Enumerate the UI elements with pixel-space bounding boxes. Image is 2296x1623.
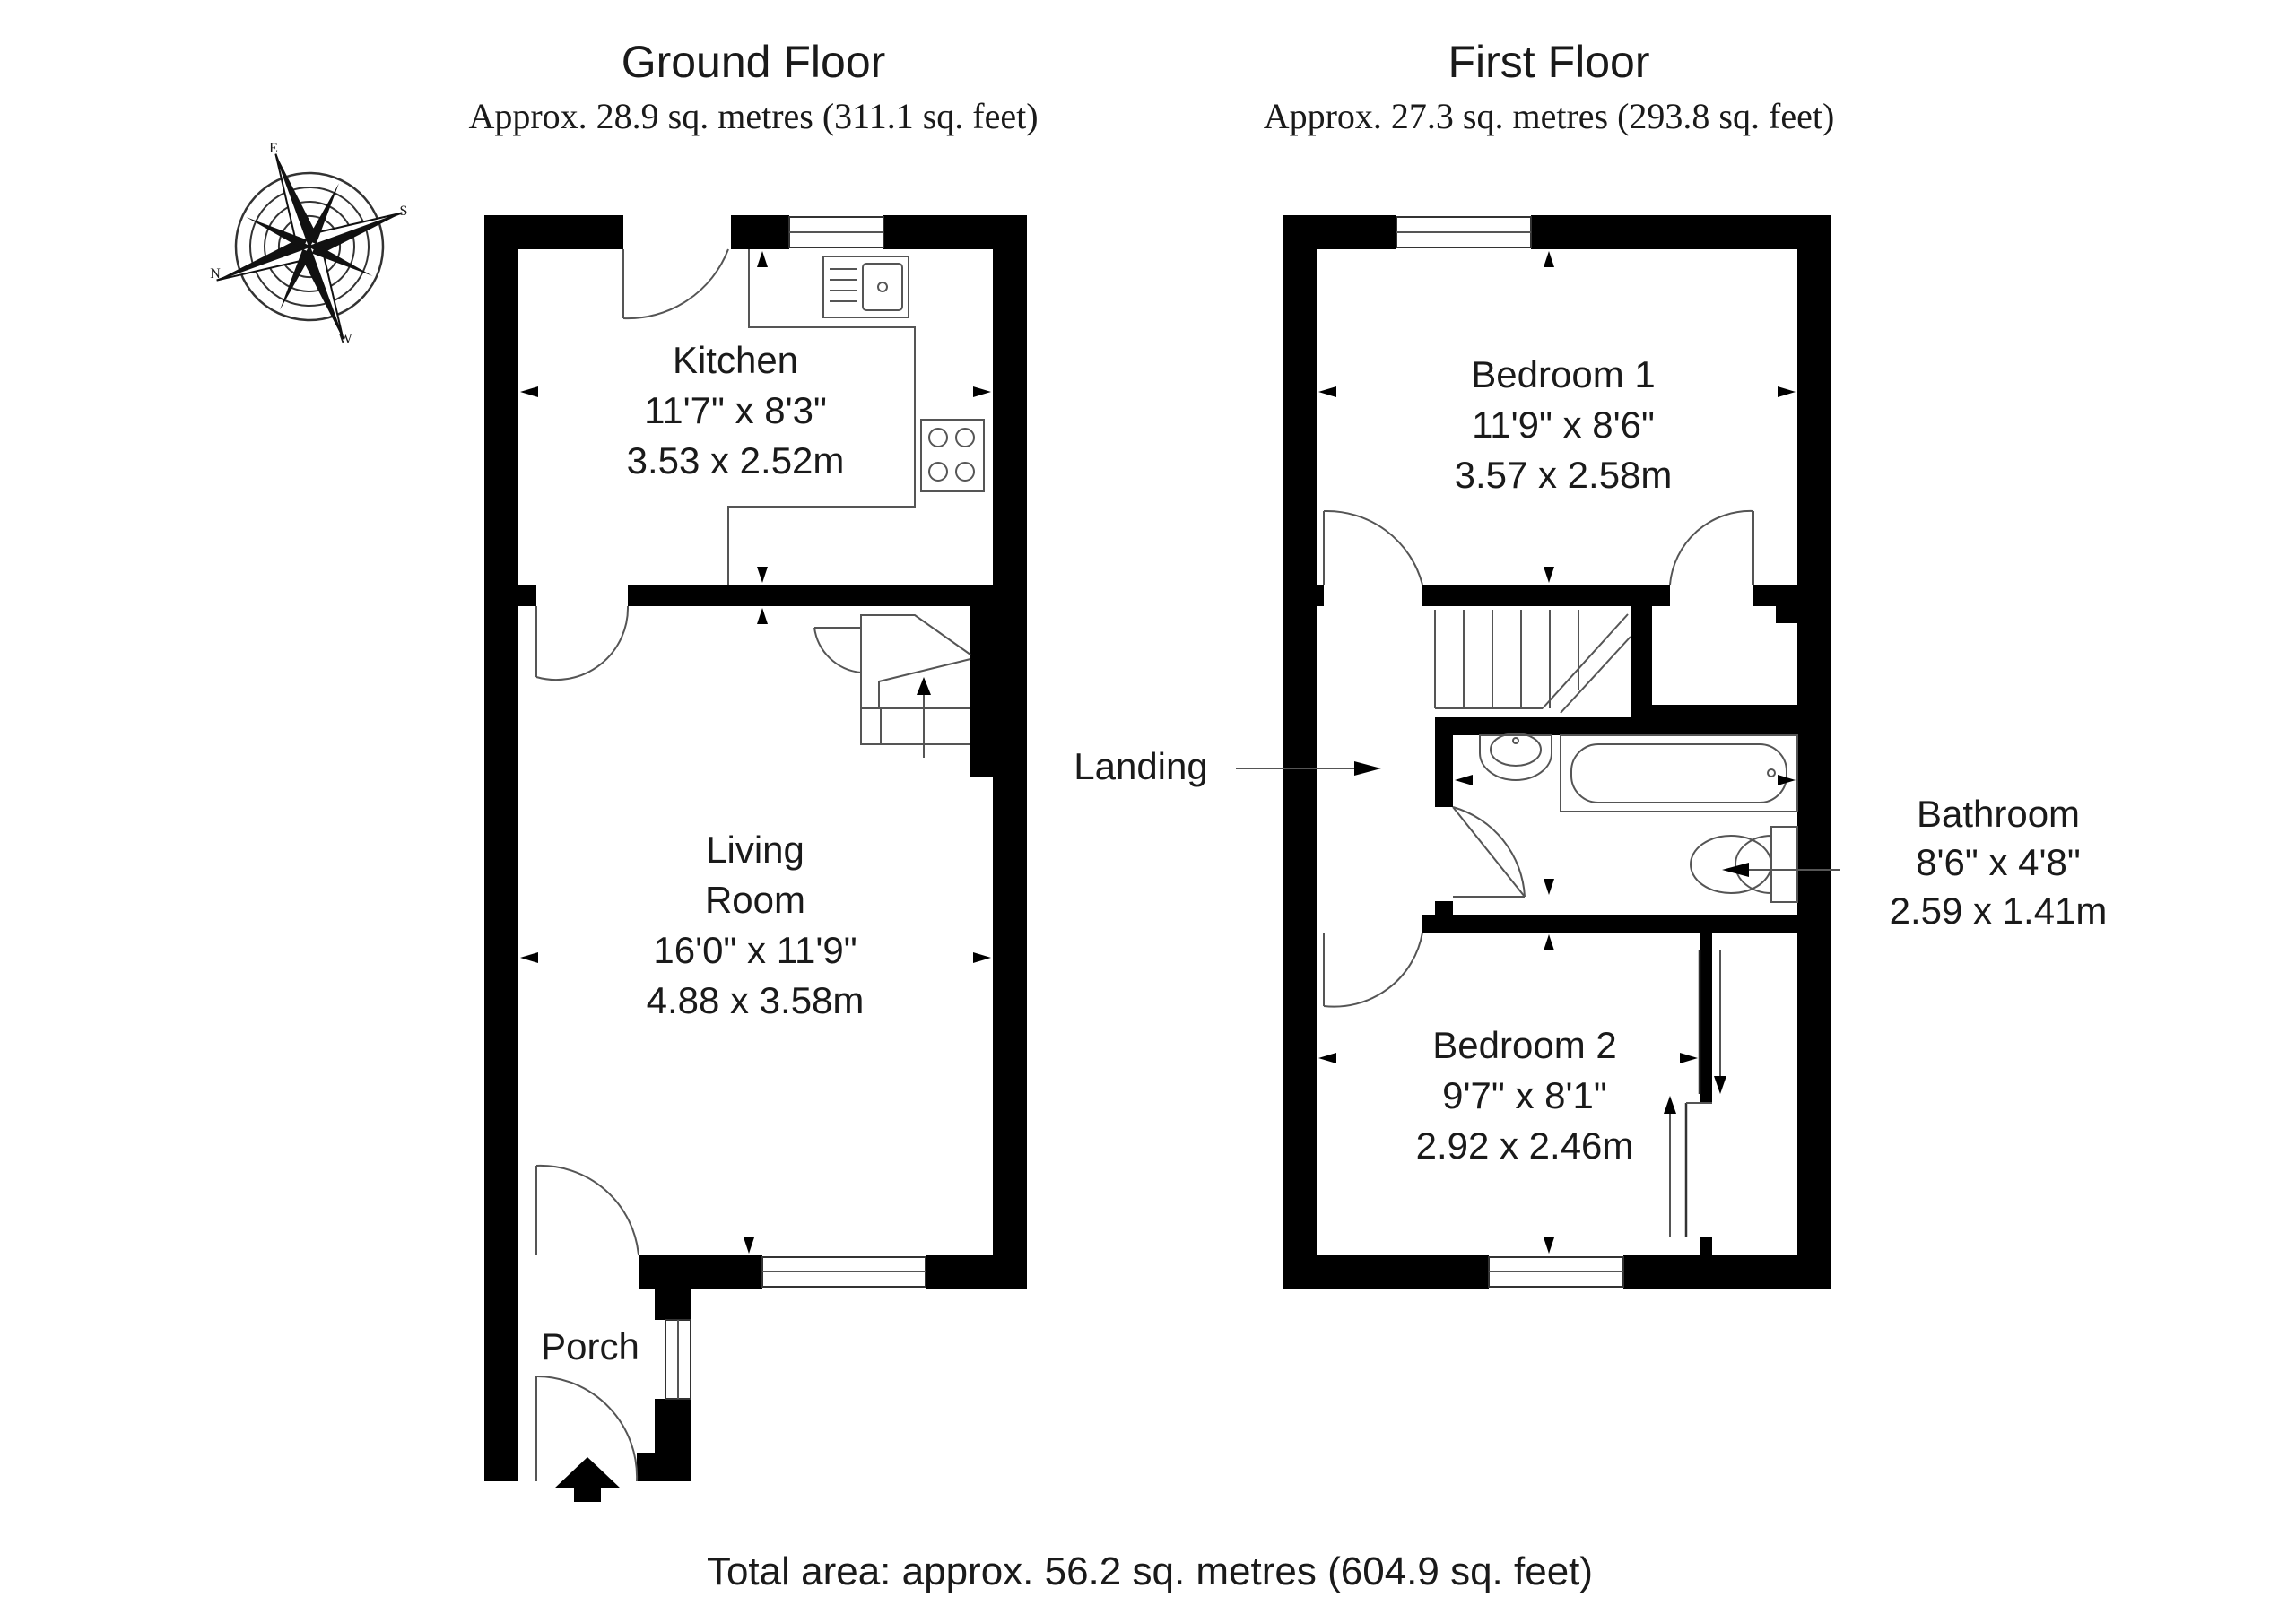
living-room-imperial: 16'0" x 11'9" (653, 929, 857, 971)
bathroom-imperial: 8'6" x 4'8" (1916, 841, 2081, 883)
living-room-door (535, 605, 630, 681)
bathtub-icon (1560, 734, 1798, 812)
front-door (535, 1375, 639, 1482)
kitchen-imperial: 11'7" x 8'3" (644, 389, 827, 431)
hob-icon (920, 419, 985, 492)
bedroom2-door (1323, 932, 1423, 1008)
kitchen-worktop (727, 249, 985, 585)
bathroom-metric: 2.59 x 1.41m (1890, 890, 2108, 932)
compass-label-w: W (338, 332, 352, 347)
ground-floor-stairs (813, 614, 971, 758)
entrance-arrow-icon (554, 1457, 621, 1502)
compass-rose-icon (216, 153, 403, 340)
bathroom-fixtures (1479, 733, 1798, 903)
toilet-icon (1770, 826, 1798, 903)
landing-label: Landing (1074, 745, 1207, 787)
basin-icon (1479, 734, 1552, 781)
ground-floor-walls (484, 215, 1027, 1481)
total-area: Total area: approx. 56.2 sq. metres (604… (707, 1549, 1593, 1593)
first-floor-title: First Floor (1448, 37, 1650, 87)
compass-label-s: S (400, 204, 408, 219)
bedroom1-label: Bedroom 1 (1471, 353, 1655, 395)
living-room-label-2: Room (705, 879, 805, 921)
kitchen-back-door (622, 248, 729, 320)
ground-floor-dimension-markers (520, 251, 991, 1254)
living-room-metric: 4.88 x 3.58m (647, 979, 865, 1021)
compass-label-n: N (210, 266, 221, 282)
bedroom1-metric: 3.57 x 2.58m (1455, 454, 1673, 496)
first-floor-dimension-markers (1318, 251, 1796, 1254)
ground-floor-area: Approx. 28.9 sq. metres (311.1 sq. feet) (468, 96, 1038, 136)
kitchen-label: Kitchen (673, 339, 798, 381)
cupboard-door (1669, 509, 1754, 586)
bathroom-pointer (1722, 863, 1840, 877)
first-floor-stairs (1434, 610, 1631, 714)
wardrobe-sliding-doors (1664, 950, 1726, 1237)
bedroom2-imperial: 9'7" x 8'1" (1442, 1074, 1607, 1116)
first-floor-walls (1283, 215, 1831, 1289)
first-floor-area: Approx. 27.3 sq. metres (293.8 sq. feet) (1264, 96, 1835, 136)
porch-label: Porch (541, 1325, 639, 1367)
bedroom2-label: Bedroom 2 (1432, 1024, 1616, 1066)
bathroom-label: Bathroom (1917, 793, 2080, 835)
kitchen-metric: 3.53 x 2.52m (627, 439, 845, 482)
bathroom-door (1452, 806, 1526, 898)
sink-icon (822, 256, 909, 318)
living-room-label-1: Living (706, 829, 804, 871)
bedroom1-door (1323, 509, 1423, 586)
ground-floor-title: Ground Floor (622, 37, 886, 87)
bedroom2-metric: 2.92 x 2.46m (1416, 1124, 1634, 1167)
porch-inner-door (535, 1164, 639, 1256)
landing-pointer (1236, 761, 1381, 776)
bedroom1-imperial: 11'9" x 8'6" (1472, 404, 1655, 446)
compass-label-e: E (269, 141, 278, 156)
